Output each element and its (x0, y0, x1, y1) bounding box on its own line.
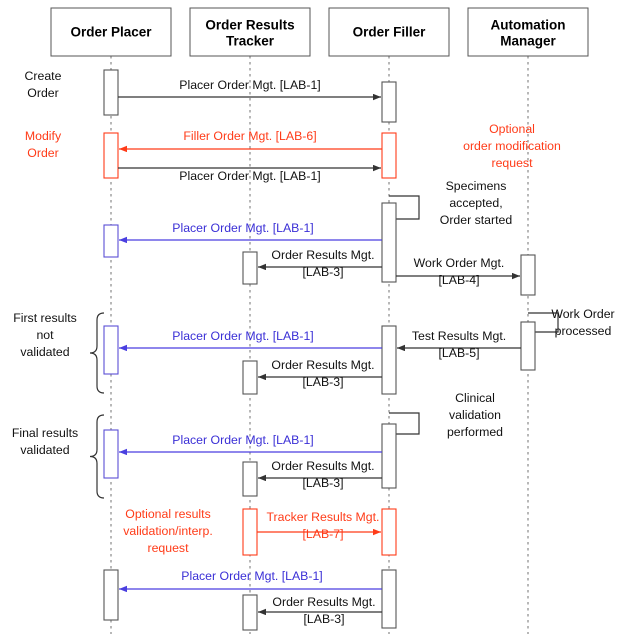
note-clinical-validation-1: validation (449, 408, 501, 422)
message-label-m6-2: [LAB-4] (438, 273, 479, 287)
activation-bar-filler (381, 423, 397, 489)
brace-first-results (89, 312, 105, 394)
message-label-m11: Order Results Mgt. (271, 459, 374, 473)
message-label-m10: Placer Order Mgt. [LAB-1] (172, 433, 313, 447)
actor-label-tracker-2: Tracker (226, 34, 275, 49)
note-specimens-accepted-2: Order started (440, 213, 513, 227)
message-label-m5-2: [LAB-3] (302, 265, 343, 279)
activation-bar-tracker (242, 360, 258, 395)
note-specimens-accepted-1: accepted, (449, 196, 502, 210)
side-label-first-results-1: not (36, 328, 54, 342)
message-label-m14-2: [LAB-3] (303, 612, 344, 626)
message-label-m14: Order Results Mgt. (272, 595, 375, 609)
side-label-modify-order-1: Order (27, 146, 58, 160)
message-label-m3: Placer Order Mgt. [LAB-1] (179, 169, 320, 183)
message-label-m4: Placer Order Mgt. [LAB-1] (172, 221, 313, 235)
message-label-m6: Work Order Mgt. (414, 256, 505, 270)
self-message-s2 (527, 312, 559, 336)
activation-bar-placer (103, 569, 119, 621)
activation-bar-placer (103, 69, 119, 116)
activation-bar-filler (381, 508, 397, 556)
activation-bar-automation (520, 321, 536, 371)
activation-bar-filler (381, 569, 397, 629)
message-label-m1: Placer Order Mgt. [LAB-1] (179, 78, 320, 92)
self-message-s3 (388, 412, 420, 438)
note-optional-order-modification-2: request (491, 156, 533, 170)
note-work-order-processed-1: processed (555, 324, 612, 338)
activation-bar-placer (103, 132, 119, 179)
side-label-modify-order: Modify (25, 129, 62, 143)
side-label-create-order-1: Order (27, 86, 58, 100)
message-label-m11-2: [LAB-3] (302, 476, 343, 490)
messages-group (118, 93, 521, 616)
activation-bar-placer (103, 224, 119, 258)
side-label-first-results: First results (13, 311, 77, 325)
side-label-final-results-1: validated (20, 443, 69, 457)
activation-bar-filler (381, 325, 397, 395)
brace-final-results (89, 414, 105, 499)
activation-bar-filler (381, 132, 397, 179)
message-label-m8: Placer Order Mgt. [LAB-1] (172, 329, 313, 343)
activation-bar-tracker (242, 594, 258, 631)
activation-bar-placer (103, 429, 119, 479)
message-label-m5: Order Results Mgt. (271, 248, 374, 262)
side-label-optional-results-request-2: request (147, 541, 189, 555)
side-label-optional-results-request-1: validation/interp. (123, 524, 213, 538)
activation-bar-placer (103, 325, 119, 375)
side-label-final-results: Final results (12, 426, 78, 440)
actor-box-automation[interactable] (467, 7, 589, 57)
activation-bar-filler (381, 81, 397, 123)
braces-group (89, 312, 105, 499)
message-label-m13: Placer Order Mgt. [LAB-1] (181, 569, 322, 583)
actor-label-automation: Automation (491, 18, 566, 33)
note-work-order-processed: Work Order (551, 307, 614, 321)
note-clinical-validation-2: performed (447, 425, 503, 439)
activation-bar-automation (520, 254, 536, 296)
actor-label-filler: Order Filler (353, 25, 427, 40)
message-label-m7: Test Results Mgt. (412, 329, 506, 343)
message-label-m2: Filler Order Mgt. [LAB-6] (183, 129, 316, 143)
actor-label-placer: Order Placer (70, 25, 152, 40)
message-label-m9-2: [LAB-3] (302, 375, 343, 389)
actor-box-tracker[interactable] (189, 7, 311, 57)
note-clinical-validation: Clinical (455, 391, 495, 405)
self-message-s1 (388, 195, 420, 223)
note-optional-order-modification-1: order modification (463, 139, 561, 153)
side-label-first-results-2: validated (20, 345, 69, 359)
actor-label-tracker: Order Results (205, 18, 294, 33)
note-optional-order-modification: Optional (489, 122, 535, 136)
activation-bars-group (103, 69, 536, 631)
message-label-m12: Tracker Results Mgt. (267, 510, 380, 524)
side-label-optional-results-request: Optional results (125, 507, 210, 521)
self-messages-group (388, 195, 559, 438)
actor-box-placer[interactable] (50, 7, 172, 57)
message-label-m9: Order Results Mgt. (271, 358, 374, 372)
side-label-create-order: Create (25, 69, 62, 83)
activation-bar-tracker (242, 508, 258, 556)
actor-box-filler[interactable] (328, 7, 450, 57)
note-specimens-accepted: Specimens (446, 179, 507, 193)
activation-bar-tracker (242, 251, 258, 285)
message-label-m12-2: [LAB-7] (302, 527, 343, 541)
actor-label-automation-2: Manager (500, 34, 556, 49)
message-label-m7-2: [LAB-5] (438, 346, 479, 360)
text-labels-group: Placer Order Mgt. [LAB-1] Filler Order Mg… (12, 69, 615, 626)
activation-bar-tracker (242, 461, 258, 497)
activation-bar-filler (381, 202, 397, 283)
